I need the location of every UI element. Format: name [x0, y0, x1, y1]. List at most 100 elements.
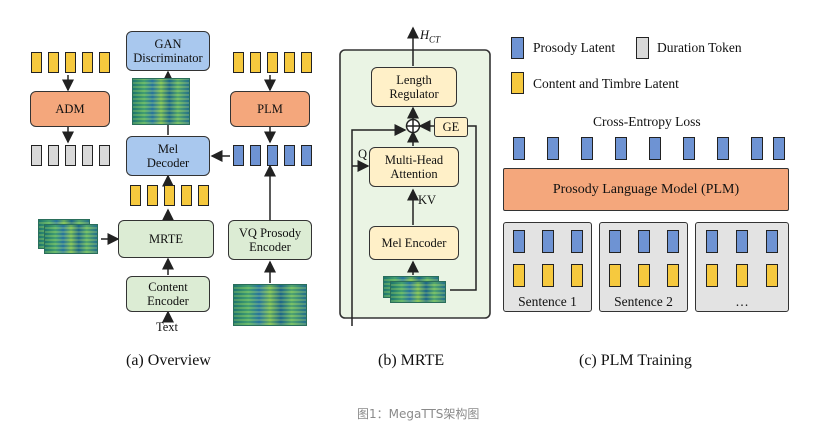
content-token [130, 185, 141, 206]
content-encoder-line1: Content [148, 280, 188, 294]
prosody-token [284, 145, 295, 166]
prosody-token [250, 145, 261, 166]
duration-token [82, 145, 93, 166]
arrow-spec-to-ge [450, 125, 477, 291]
content-token [164, 185, 175, 206]
prosody-token [638, 230, 650, 253]
prosody-language-model-box: Prosody Language Model (PLM) [503, 168, 789, 211]
vq-line1: VQ Prosody [238, 226, 302, 240]
content-encoder-box: Content Encoder [126, 276, 210, 312]
content-token [31, 52, 42, 73]
content-encoder-line2: Encoder [147, 294, 189, 308]
content-token [65, 52, 76, 73]
text-input-label: Text [156, 320, 179, 334]
vq-line2: Encoder [249, 240, 291, 254]
gan-label-line1: GAN [154, 37, 182, 51]
prosody-token [706, 230, 718, 253]
duration-token [65, 145, 76, 166]
figure-caption: 图1：MegaTTS架构图 [357, 407, 480, 421]
mel-spectrogram-prosody [233, 284, 307, 326]
arrow-q-to-sum [351, 124, 407, 326]
prosody-token [542, 230, 554, 253]
gan-discriminator-box: GAN Discriminator [126, 31, 210, 71]
content-token [609, 264, 621, 287]
prosody-token [736, 230, 748, 253]
length-regulator-line2: Regulator [389, 87, 439, 101]
mel-decoder-box: Mel Decoder [126, 136, 210, 176]
content-token [233, 52, 244, 73]
prosody-token [513, 230, 525, 253]
sentence-1-label: Sentence 1 [518, 294, 577, 309]
prosody-token [667, 230, 679, 253]
cross-entropy-label: Cross-Entropy Loss [593, 114, 701, 129]
mel-decoder-line2: Decoder [146, 156, 190, 170]
gan-label-line2: Discriminator [133, 51, 203, 65]
content-token [571, 264, 583, 287]
content-token [542, 264, 554, 287]
content-token [147, 185, 158, 206]
plm-box-label: Prosody Language Model (PLM) [552, 181, 740, 197]
length-regulator-line1: Length [396, 73, 432, 87]
caption-b: (b) MRTE [378, 352, 445, 369]
q-label: Q [358, 147, 368, 161]
sentence-2-label: Sentence 2 [614, 294, 673, 309]
content-token [99, 52, 110, 73]
kv-label: KV [418, 193, 437, 207]
content-token [284, 52, 295, 73]
content-token [301, 52, 312, 73]
vq-prosody-encoder-box: VQ Prosody Encoder [228, 220, 312, 260]
output-hct-label: HCT [420, 28, 441, 45]
legend-duration-label: Duration Token [657, 40, 742, 55]
prosody-token [751, 137, 763, 160]
mel-encoder-box: Mel Encoder [369, 226, 459, 260]
duration-token [31, 145, 42, 166]
legend-prosody-label: Prosody Latent [533, 40, 616, 55]
content-token [638, 264, 650, 287]
content-token [706, 264, 718, 287]
caption-a: (a) Overview [126, 352, 211, 369]
prosody-token [571, 230, 583, 253]
mel-spectrogram-reference-stack [44, 224, 98, 254]
plm-label: PLM [257, 102, 283, 116]
legend-content-label: Content and Timbre Latent [533, 76, 679, 91]
mel-decoder-line1: Mel [157, 142, 179, 156]
ge-label: GE [442, 120, 460, 134]
mrte-box: MRTE [118, 220, 214, 258]
content-token [250, 52, 261, 73]
prosody-token [615, 137, 627, 160]
legend-content-swatch [511, 72, 524, 94]
multi-head-attention-box: Multi-Head Attention [369, 147, 459, 187]
prosody-token [581, 137, 593, 160]
prosody-token [513, 137, 525, 160]
prosody-token [233, 145, 244, 166]
prosody-token [649, 137, 661, 160]
prosody-token [609, 230, 621, 253]
mrte-label: MRTE [149, 232, 183, 246]
content-token [198, 185, 209, 206]
prosody-token [766, 230, 778, 253]
content-token [267, 52, 278, 73]
sentence-ellipsis-label: … [735, 294, 749, 309]
caption-c: (c) PLM Training [579, 352, 692, 369]
attention-line2: Attention [390, 167, 438, 181]
mrte-spectrogram-stack [390, 281, 446, 303]
content-token [766, 264, 778, 287]
plm-box: PLM [230, 91, 310, 127]
prosody-token [301, 145, 312, 166]
adm-label: ADM [55, 102, 85, 116]
prosody-token [683, 137, 695, 160]
content-token [513, 264, 525, 287]
prosody-token [717, 137, 729, 160]
legend-prosody-swatch [511, 37, 524, 59]
prosody-token [267, 145, 278, 166]
attention-line1: Multi-Head [384, 153, 444, 167]
ge-box: GE [434, 117, 468, 137]
content-token [82, 52, 93, 73]
content-token [48, 52, 59, 73]
content-token [667, 264, 679, 287]
legend-duration-swatch [636, 37, 649, 59]
mel-spectrogram-output [132, 78, 190, 125]
content-token [181, 185, 192, 206]
content-token [736, 264, 748, 287]
